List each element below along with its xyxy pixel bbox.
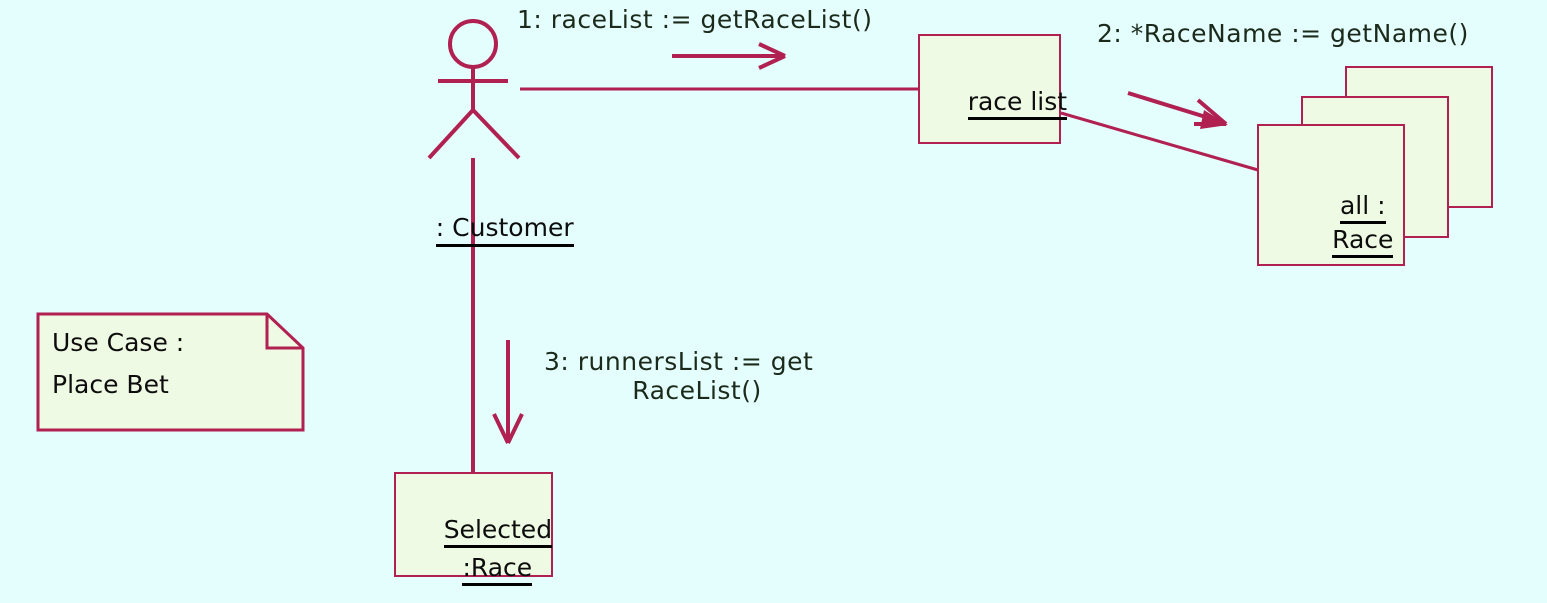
actor-label: : Customer: [404, 186, 574, 270]
message-3-arrow: [492, 340, 524, 444]
actor-left-leg-line: [427, 108, 475, 160]
object-selected-race[interactable]: Selected :Race: [394, 472, 553, 586]
object-selected-race-label-line2: :Race: [396, 524, 551, 603]
object-selected-race-label-line1: Selected: [396, 486, 553, 573]
note-label-line2: Place Bet: [52, 370, 169, 399]
actor-label-text: : Customer: [435, 213, 574, 247]
object-race-list-label: race list: [920, 58, 1068, 145]
message-1-arrow: [672, 42, 786, 70]
message-3-label-line2: RaceList(): [632, 376, 762, 405]
actor-head-icon: [448, 19, 498, 69]
note-fold-icon: [265, 314, 303, 350]
object-all-race-label-line2: Race: [1259, 196, 1403, 283]
object-all-race-label-line1: all :: [1259, 162, 1403, 249]
actor-right-leg-line: [471, 108, 521, 160]
object-race-list[interactable]: race list: [918, 34, 1068, 145]
message-3-label-line1: 3: runnersList := get: [544, 347, 814, 376]
message-2-arrow: [1127, 91, 1228, 129]
link-racelist-allrace: [1060, 111, 1259, 172]
message-2-label: 2: *RaceName := getName(): [1097, 19, 1469, 48]
note-label-line1: Use Case :: [52, 328, 185, 357]
object-all-race-front-layer[interactable]: all : Race: [1257, 124, 1405, 266]
message-1-label: 1: raceList := getRaceList(): [517, 5, 873, 34]
